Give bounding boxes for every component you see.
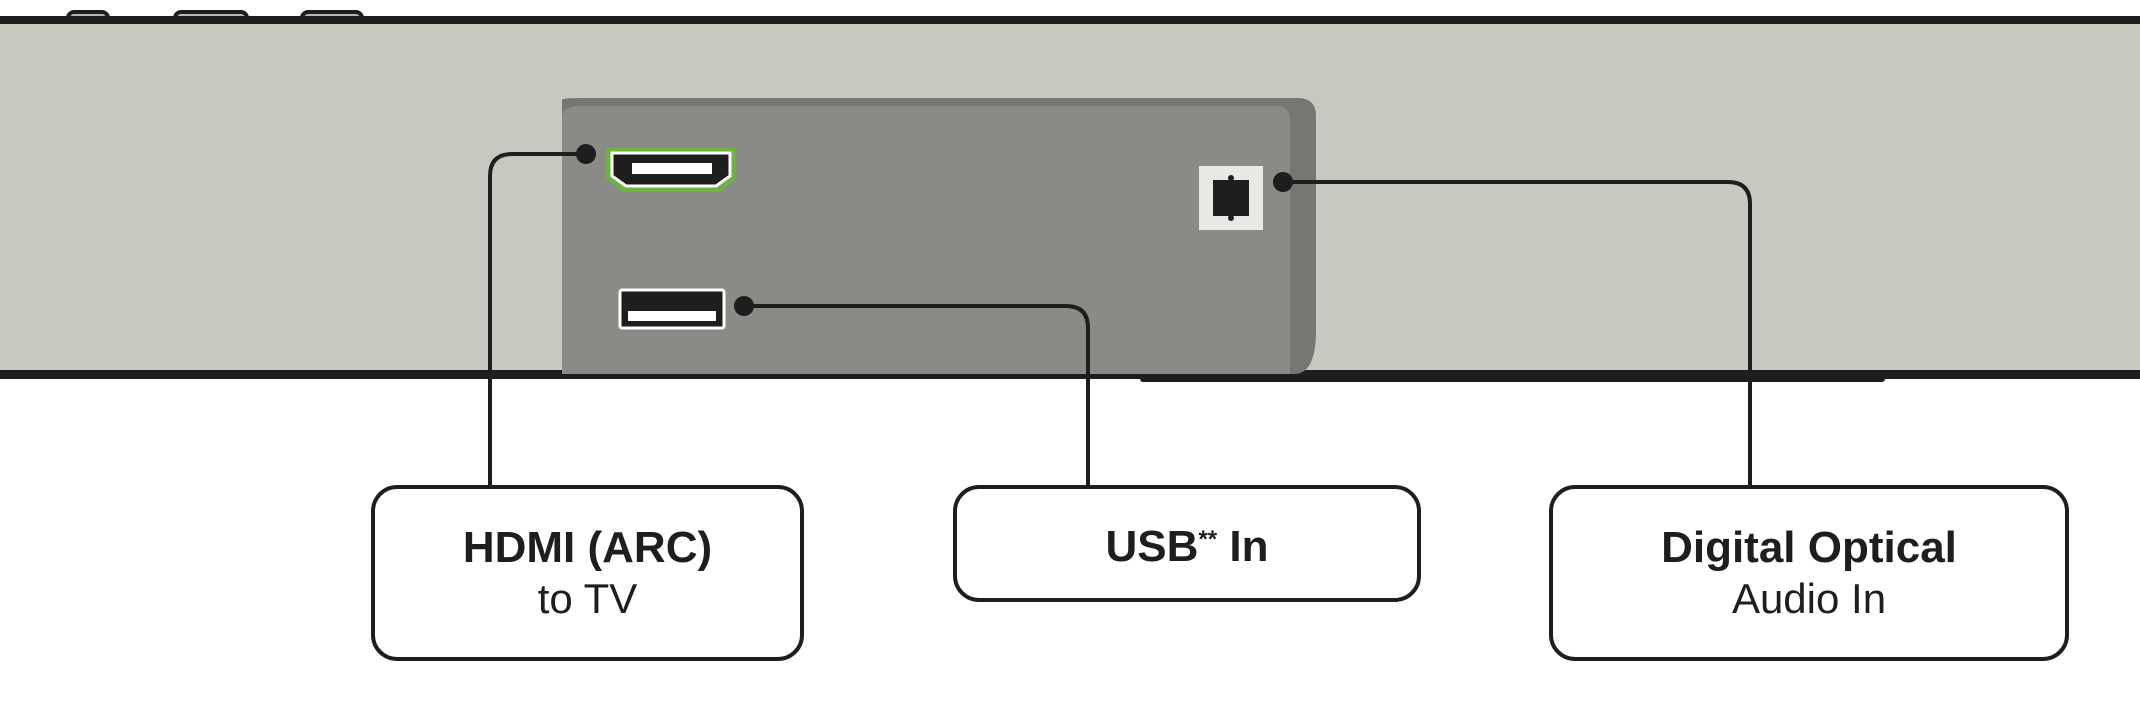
hdmi-port-pins: [632, 163, 712, 174]
optical-port: [1213, 180, 1249, 216]
soundbar-top-edge: [0, 16, 2140, 24]
usb-leader-dot: [734, 296, 754, 316]
usb-label-main: USB: [1105, 522, 1199, 571]
hdmi-leader-dot: [576, 144, 596, 164]
usb-label-end: In: [1217, 522, 1269, 571]
hdmi-leader-line: [488, 152, 586, 486]
optical-label-box: Digital Optical Audio In: [1549, 485, 2069, 661]
usb-label-box: USB** In: [953, 485, 1421, 602]
optical-leader-dot: [1273, 172, 1293, 192]
hdmi-label-box: HDMI (ARC) to TV: [371, 485, 804, 661]
optical-leader-line: [1283, 180, 1752, 486]
usb-port: [618, 288, 726, 330]
connector-panel: [562, 106, 1290, 374]
usb-label-title: USB** In: [1106, 514, 1269, 573]
hdmi-label-title: HDMI (ARC): [462, 523, 713, 572]
optical-label-subtitle: Audio In: [1731, 575, 1887, 622]
usb-port-tongue: [628, 311, 716, 321]
optical-port-notch: [1228, 175, 1234, 181]
soundbar-bottom-edge: [0, 370, 2140, 379]
optical-port-notch: [1228, 215, 1234, 221]
usb-leader-line: [744, 304, 1090, 486]
soundbar-base-foot: [1140, 376, 1885, 382]
usb-label-footnote-mark: **: [1198, 526, 1218, 553]
hdmi-label-subtitle: to TV: [537, 575, 638, 622]
optical-label-title: Digital Optical: [1661, 523, 1957, 572]
